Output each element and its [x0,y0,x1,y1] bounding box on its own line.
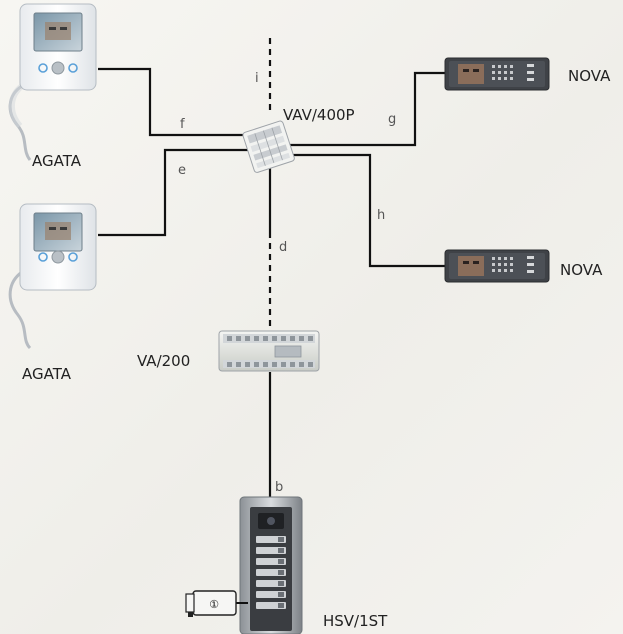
nova-top-label: NOVA [568,67,611,85]
hsv1st-label: HSV/1ST [323,612,388,630]
wire-label-g: g [388,112,396,127]
agata-monitor-top [8,3,97,161]
agata-bottom-label: AGATA [22,365,72,383]
vav400p-label: VAV/400P [283,106,355,124]
nova-bottom-label: NOVA [560,261,603,279]
wire-f [98,67,252,137]
door-lock: ① [185,590,248,617]
wire-label-e: e [178,163,186,178]
lock-symbol: ① [209,598,219,611]
wire-label-b: b [275,480,283,495]
va200-power-supply [218,330,320,372]
agata-top-label: AGATA [32,152,82,170]
nova-panel-top [444,57,550,91]
wire-label-f: f [180,117,185,132]
va200-label: VA/200 [137,352,190,370]
wire-label-i: i [255,71,259,86]
handset-cord [8,270,32,350]
vav400p-distributor [242,120,295,173]
wire-label-d: d [279,240,287,255]
agata-monitor-bottom [8,203,97,350]
nova-panel-bottom [444,249,550,283]
wire-e [98,148,252,237]
wire-label-h: h [377,208,385,223]
hsv1st-outdoor-panel [239,496,303,634]
wire-g [272,71,445,147]
wire-h [272,153,445,268]
